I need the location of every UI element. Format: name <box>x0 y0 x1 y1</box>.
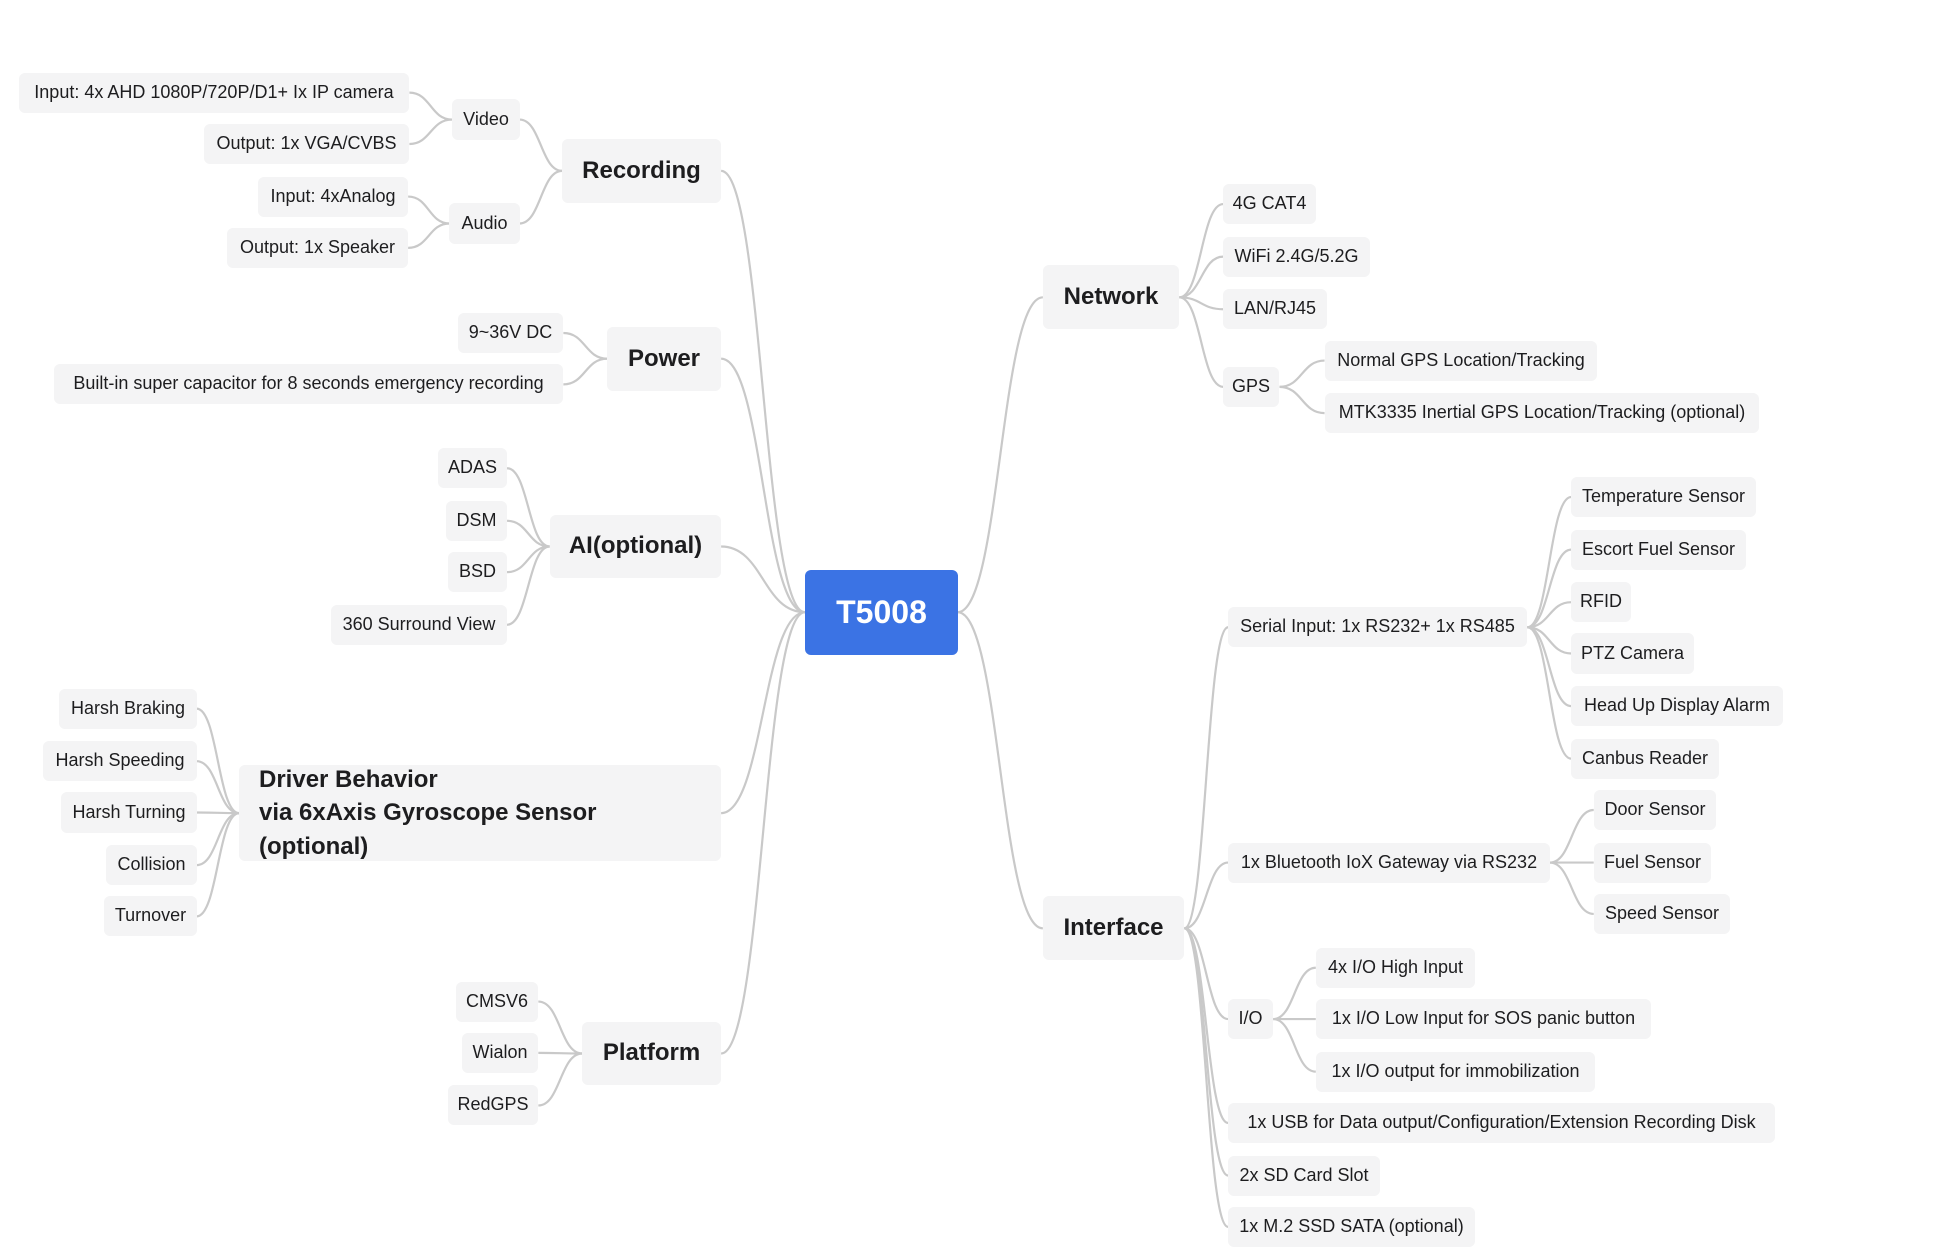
connector-power-power-dc <box>563 331 608 360</box>
node-video-output[interactable]: Output: 1x VGA/CVBS <box>204 124 409 164</box>
connector-interface-if-ssd <box>1183 927 1229 1228</box>
connector-ai-ai-adas <box>506 467 550 548</box>
node-platform-cmsv6[interactable]: CMSV6 <box>456 982 538 1022</box>
connector-recording-video <box>519 118 563 172</box>
node-video[interactable]: Video <box>452 99 520 140</box>
connector-video-video-out <box>409 118 453 146</box>
node-gps-normal[interactable]: Normal GPS Location/Tracking <box>1325 341 1597 381</box>
connector-root-power <box>720 357 806 614</box>
connector-if-bt-bt-speed <box>1549 861 1594 916</box>
node-ai-bsd[interactable]: BSD <box>448 552 507 592</box>
node-harsh-turning[interactable]: Harsh Turning <box>61 792 197 833</box>
node-door-sensor[interactable]: Door Sensor <box>1594 790 1716 830</box>
connector-platform-plat-redgps <box>538 1052 583 1107</box>
connector-interface-if-io <box>1184 927 1229 1021</box>
node-bluetooth-gateway[interactable]: 1x Bluetooth IoX Gateway via RS232 <box>1228 843 1550 883</box>
node-audio-input[interactable]: Input: 4xAnalog <box>258 177 408 217</box>
node-io-output[interactable]: 1x I/O output for immobilization <box>1316 1052 1595 1092</box>
node-escort-fuel-sensor[interactable]: Escort Fuel Sensor <box>1571 530 1746 570</box>
connector-if-io-io-out <box>1273 1017 1317 1073</box>
node-network-gps[interactable]: GPS <box>1223 367 1279 407</box>
node-ai-dsm[interactable]: DSM <box>446 501 507 541</box>
node-io[interactable]: I/O <box>1228 999 1273 1039</box>
branch-recording[interactable]: Recording <box>562 139 721 203</box>
node-rfid[interactable]: RFID <box>1571 582 1631 622</box>
connector-if-serial-ser-canbus <box>1526 626 1572 760</box>
root-node[interactable]: T5008 <box>805 570 958 655</box>
connector-recording-audio <box>519 169 563 225</box>
connector-root-recording <box>720 169 806 614</box>
node-collision[interactable]: Collision <box>106 845 197 885</box>
node-power-dc[interactable]: 9~36V DC <box>458 313 563 353</box>
connector-root-driver <box>720 611 806 815</box>
connector-video-video-in <box>409 91 453 121</box>
node-platform-wialon[interactable]: Wialon <box>462 1033 538 1073</box>
connector-root-network <box>957 296 1044 614</box>
branch-power[interactable]: Power <box>607 327 721 391</box>
node-audio[interactable]: Audio <box>449 203 520 244</box>
connector-power-power-cap <box>563 357 608 386</box>
connector-interface-if-serial <box>1183 626 1229 930</box>
connector-if-serial-ser-fuel <box>1527 548 1572 629</box>
node-harsh-braking[interactable]: Harsh Braking <box>59 689 197 729</box>
connector-if-serial-ser-temp <box>1526 495 1572 629</box>
node-speed-sensor[interactable]: Speed Sensor <box>1594 894 1730 934</box>
node-io-low-input[interactable]: 1x I/O Low Input for SOS panic button <box>1316 999 1651 1039</box>
node-canbus-reader[interactable]: Canbus Reader <box>1571 739 1719 779</box>
node-platform-redgps[interactable]: RedGPS <box>448 1085 538 1125</box>
node-gps-inertial[interactable]: MTK3335 Inertial GPS Location/Tracking (… <box>1325 393 1759 433</box>
node-audio-output[interactable]: Output: 1x Speaker <box>227 228 408 268</box>
node-io-high-input[interactable]: 4x I/O High Input <box>1316 948 1475 988</box>
connector-driver-drv-braking <box>196 707 240 815</box>
connector-audio-audio-in <box>408 195 450 225</box>
branch-platform[interactable]: Platform <box>582 1022 721 1085</box>
node-turnover[interactable]: Turnover <box>104 896 197 936</box>
node-fuel-sensor[interactable]: Fuel Sensor <box>1594 843 1711 883</box>
connector-driver-drv-speeding <box>196 760 240 815</box>
connector-interface-if-bt <box>1184 861 1229 930</box>
connector-if-io-io-high <box>1273 966 1316 1021</box>
branch-interface[interactable]: Interface <box>1043 896 1184 960</box>
branch-network[interactable]: Network <box>1043 265 1179 329</box>
node-usb[interactable]: 1x USB for Data output/Configuration/Ext… <box>1228 1103 1775 1143</box>
connector-net-gps-gps-mtk <box>1279 385 1325 415</box>
node-network-4g[interactable]: 4G CAT4 <box>1223 184 1316 224</box>
connector-network-net-wifi <box>1179 255 1224 299</box>
node-ai-360-surround[interactable]: 360 Surround View <box>331 605 507 645</box>
connector-ai-ai-dsm <box>506 519 550 548</box>
node-head-up-display-alarm[interactable]: Head Up Display Alarm <box>1571 686 1783 726</box>
connector-platform-plat-cmsv6 <box>538 1000 583 1055</box>
connector-audio-audio-out <box>408 222 450 249</box>
node-harsh-speeding[interactable]: Harsh Speeding <box>43 741 197 781</box>
node-serial-input[interactable]: Serial Input: 1x RS232+ 1x RS485 <box>1228 607 1527 647</box>
connector-network-net-4g <box>1179 202 1224 299</box>
connector-if-bt-bt-door <box>1549 808 1594 864</box>
branch-ai[interactable]: AI(optional) <box>550 515 721 578</box>
connector-network-net-lan <box>1179 296 1224 311</box>
node-ptz-camera[interactable]: PTZ Camera <box>1571 633 1694 674</box>
node-network-lan[interactable]: LAN/RJ45 <box>1223 289 1327 329</box>
node-temperature-sensor[interactable]: Temperature Sensor <box>1571 477 1756 517</box>
node-m2-ssd[interactable]: 1x M.2 SSD SATA (optional) <box>1228 1207 1475 1247</box>
connector-net-gps-gps-normal <box>1279 359 1325 388</box>
node-sd-card-slot[interactable]: 2x SD Card Slot <box>1228 1156 1380 1196</box>
node-video-input[interactable]: Input: 4x AHD 1080P/720P/D1+ Ix IP camer… <box>19 73 409 113</box>
connector-root-platform <box>720 611 806 1055</box>
node-network-wifi[interactable]: WiFi 2.4G/5.2G <box>1223 237 1370 277</box>
branch-driver-behavior[interactable]: Driver Behavior via 6xAxis Gyroscope Sen… <box>239 765 721 861</box>
connector-if-serial-ser-rfid <box>1527 601 1572 629</box>
connector-network-net-gps <box>1179 296 1224 388</box>
node-ai-adas[interactable]: ADAS <box>438 448 507 488</box>
connector-ai-ai-360 <box>506 545 550 626</box>
connector-driver-drv-turnover <box>196 812 240 918</box>
connector-root-ai <box>721 545 806 614</box>
node-power-capacitor[interactable]: Built-in super capacitor for 8 seconds e… <box>54 364 563 404</box>
connector-root-interface <box>957 611 1044 930</box>
